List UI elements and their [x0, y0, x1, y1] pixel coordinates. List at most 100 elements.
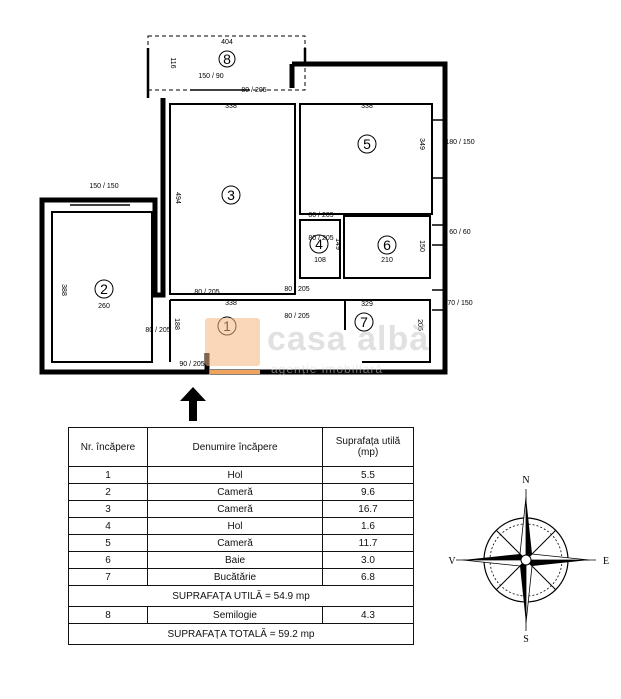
dim-r8-window: 150 / 90 [198, 73, 223, 80]
table-row: 3 Cameră 16.7 [68, 500, 414, 518]
windows [70, 89, 445, 311]
table-row: 2 Cameră 9.6 [68, 483, 414, 501]
cell-area: 6.8 [322, 568, 414, 586]
room-3-marker [221, 185, 241, 205]
table-row: 7 Bucătărie 6.8 [68, 568, 414, 586]
cell-nr: 3 [68, 500, 148, 518]
rooms-table: Nr. încăpere Denumire încăpere Suprafața… [68, 427, 414, 645]
cell-name: Cameră [147, 483, 323, 501]
cell-name: Hol [147, 517, 323, 535]
cell-area: 11.7 [322, 534, 414, 552]
corridor-walls [169, 299, 431, 363]
room-4-number: 4 [315, 236, 323, 252]
room-8-number: 8 [223, 51, 231, 67]
cell-area: 3.0 [322, 551, 414, 569]
col-header-nr: Nr. încăpere [68, 427, 148, 467]
useful-total-row: SUPRAFAȚA UTILĂ = 54.9 mp [68, 585, 414, 607]
cell-nr: 6 [68, 551, 148, 569]
table-row: 1 Hol 5.5 [68, 466, 414, 484]
col-header-name: Denumire încăpere [147, 427, 323, 467]
cell-name: Semilogie [147, 606, 323, 624]
compass-south: S [523, 634, 529, 645]
dim-r6-window: 60 / 60 [449, 229, 471, 236]
compass-rose-icon: N S E V [448, 475, 609, 645]
dim-r5-window: 180 / 150 [445, 139, 474, 146]
table-header-row: Nr. încăpere Denumire încăpere Suprafața… [68, 427, 414, 467]
dim-r6-width: 210 [381, 257, 393, 264]
dim-r3-width-bottom: 338 [225, 300, 237, 307]
cell-area: 4.3 [322, 606, 414, 624]
room-5-outline [299, 103, 433, 215]
house-logo-icon [205, 318, 260, 366]
dim-r2-window: 150 / 150 [89, 183, 118, 190]
dim-r5-height: 349 [418, 138, 425, 150]
cell-area: 5.5 [322, 466, 414, 484]
cell-area: 16.7 [322, 500, 414, 518]
watermark-name: casa albă [267, 320, 430, 358]
dim-r8-width: 404 [221, 39, 233, 46]
col-header-area: Suprafața utilă (mp) [322, 427, 414, 467]
room-2-number: 2 [100, 281, 108, 297]
dim-r4-door: 80 / 205 [308, 235, 333, 242]
table-row: 8 Semilogie 4.3 [68, 606, 414, 624]
room-6-outline [343, 215, 431, 279]
room-5-number: 5 [363, 136, 371, 152]
dim-r5-door: 80 / 205 [308, 212, 333, 219]
floor-plan: 1 2 3 4 5 6 7 8 404 116 150 / 90 80 / 20… [39, 35, 475, 375]
cell-nr: 4 [68, 517, 148, 535]
dim-r6-height: 150 [418, 240, 425, 252]
cell-nr: 1 [68, 466, 148, 484]
table-row: 6 Baie 3.0 [68, 551, 414, 569]
watermark-subtitle: agenție imobiliară [271, 362, 384, 376]
cell-nr: 2 [68, 483, 148, 501]
dim-r1-height: 188 [173, 318, 180, 330]
grand-total-row: SUPRAFAȚA TOTALĂ = 59.2 mp [68, 623, 414, 645]
cell-area: 9.6 [322, 483, 414, 501]
table-row: 5 Cameră 11.7 [68, 534, 414, 552]
dim-entrance: 90 / 205 [179, 361, 204, 368]
dim-r1-door: 80 / 205 [284, 313, 309, 320]
room-6-number: 6 [383, 237, 391, 253]
cell-nr: 5 [68, 534, 148, 552]
cell-area: 1.6 [322, 517, 414, 535]
compass-east: E [603, 556, 609, 567]
room-7-number: 7 [360, 314, 368, 330]
exterior-wall [39, 98, 210, 375]
cell-nr: 8 [68, 606, 148, 624]
room-3-number: 3 [227, 187, 235, 203]
room-7-marker [354, 312, 374, 332]
dim-r7-window: 70 / 150 [447, 300, 472, 307]
room-2-outline [51, 211, 153, 363]
dim-r3-height: 494 [174, 192, 181, 204]
dim-r5-width: 338 [361, 103, 373, 110]
dim-r7-width: 329 [361, 301, 373, 308]
room-8-marker [218, 50, 236, 68]
cell-name: Baie [147, 551, 323, 569]
room-3-outline [169, 103, 296, 295]
grand-total: SUPRAFAȚA TOTALĂ = 59.2 mp [68, 623, 414, 645]
dim-r8-height: 116 [169, 57, 176, 68]
useful-total: SUPRAFAȚA UTILĂ = 54.9 mp [68, 585, 414, 607]
cell-nr: 7 [68, 568, 148, 586]
cell-name: Hol [147, 466, 323, 484]
room-6-marker [377, 235, 397, 255]
table-row: 4 Hol 1.6 [68, 517, 414, 535]
room-4-marker [309, 234, 329, 254]
dim-r3-width-top: 338 [225, 103, 237, 110]
dim-door-3-top: 80 / 205 [241, 87, 266, 94]
cell-name: Cameră [147, 500, 323, 518]
room-2-marker [94, 279, 114, 299]
compass-north: N [522, 475, 529, 486]
dim-r3-door: 80 / 205 [194, 289, 219, 296]
dim-r2-width: 260 [98, 303, 110, 310]
agency-watermark: casa albă agenție imobiliară [205, 318, 430, 388]
dim-r4-width: 108 [314, 257, 326, 264]
cell-name: Cameră [147, 534, 323, 552]
compass-west: V [448, 556, 456, 567]
dim-r7-door: 80 / 205 [284, 286, 309, 293]
entrance-arrow-icon [180, 387, 206, 421]
room-4-outline [299, 219, 341, 279]
dim-r4-height: 149 [334, 238, 341, 250]
dim-r2-height: 388 [60, 284, 67, 296]
room-5-marker [357, 134, 377, 154]
